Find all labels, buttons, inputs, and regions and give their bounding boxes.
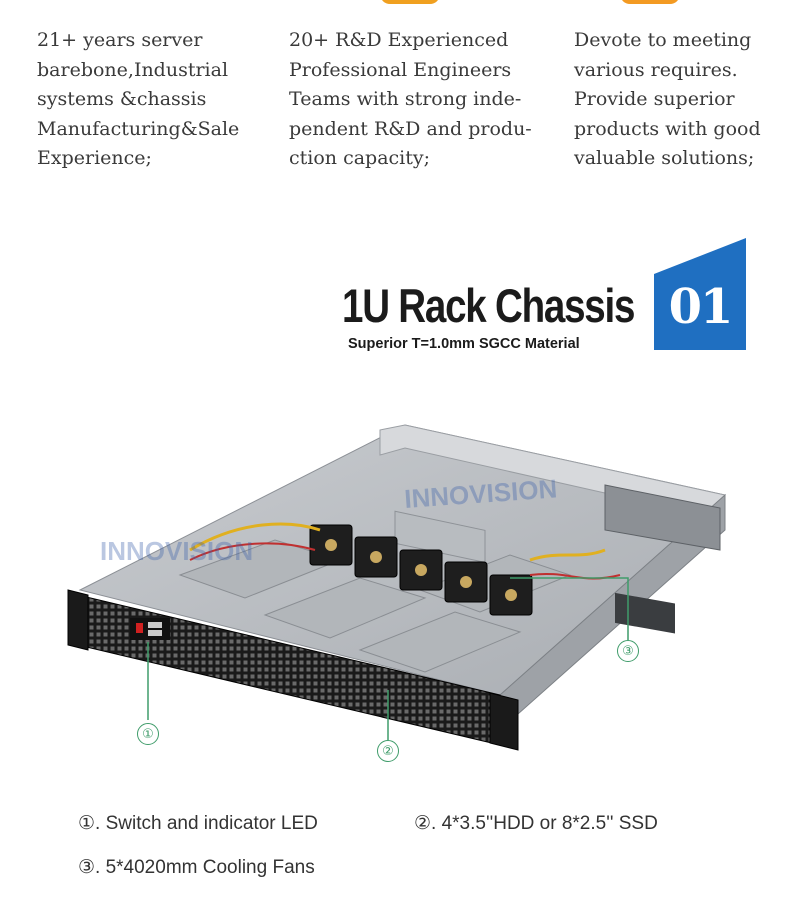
callout-marker-3: ③ — [617, 640, 639, 662]
rack-chassis-illustration: INNOVISION INNOVISION — [67, 424, 727, 751]
intro-text-rnd: 20+ R&D Experienced Professional Enginee… — [289, 29, 532, 169]
intro-text-experience: 21+ years server barebone,Industrial sys… — [37, 29, 240, 169]
section-number: 01 — [668, 279, 734, 335]
top-icon-arc-right — [620, 0, 680, 4]
section-number-badge: 01 — [654, 238, 746, 350]
intro-text-solutions: Devote to meeting various requires. Prov… — [574, 29, 761, 169]
cooling-fans — [309, 524, 533, 616]
badge-background-icon — [654, 238, 746, 350]
feature-cooling-fans: ③. 5*4020mm Cooling Fans — [78, 857, 315, 878]
section-title: 1U Rack Chassis — [342, 279, 635, 332]
feature-switch-led: ①. Switch and indicator LED — [78, 813, 318, 834]
svg-text:INNOVISION: INNOVISION — [100, 536, 253, 566]
section-subtitle: Superior T=1.0mm SGCC Material — [348, 336, 580, 352]
top-icon-arc-left — [380, 0, 440, 4]
callout-marker-1: ① — [137, 723, 159, 745]
feature-hdd-ssd: ②. 4*3.5''HDD or 8*2.5'' SSD — [414, 813, 658, 834]
callout-marker-2: ② — [377, 740, 399, 762]
